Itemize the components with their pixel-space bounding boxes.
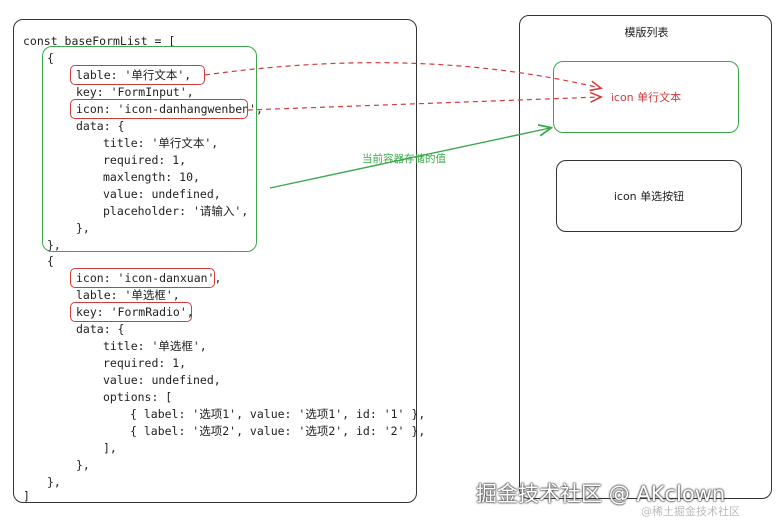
- watermark-sub: @稀土掘金技术社区: [641, 505, 740, 518]
- code-block: const baseFormList = [ { lable: '单行文本', …: [14, 20, 425, 504]
- code-line: {: [47, 51, 54, 65]
- code-line: placeholder: '请输入',: [103, 204, 249, 218]
- code-line: lable: '单行文本',: [76, 68, 192, 82]
- code-line: data: {: [76, 119, 125, 133]
- code-line: title: '单行文本',: [103, 136, 219, 150]
- lable-highlight: [70, 65, 205, 85]
- code-line: const baseFormList = [: [23, 34, 176, 48]
- lable-arrow: [204, 62, 600, 88]
- code-line: required: 1,: [103, 153, 187, 167]
- watermark: 掘金技术社区 @ AKclown: [476, 482, 726, 506]
- icon-highlight: [70, 268, 215, 288]
- code-line: title: '单选框',: [103, 339, 207, 353]
- code-line: },: [47, 475, 61, 489]
- code-line: icon: 'icon-danxuan',: [76, 271, 222, 285]
- code-line: ],: [103, 441, 117, 455]
- code-line: value: undefined,: [103, 373, 221, 387]
- code-line: { label: '选项1', value: '选项1', id: '1' },: [130, 407, 426, 421]
- template-item-text[interactable]: icon 单行文本: [553, 61, 739, 133]
- code-line: { label: '选项2', value: '选项2', id: '2' },: [130, 424, 426, 438]
- code-line: lable: '单选框',: [76, 288, 180, 302]
- code-line: value: undefined,: [103, 187, 221, 201]
- code-panel: const baseFormList = [ { lable: '单行文本', …: [13, 19, 425, 504]
- template-item-label: icon 单选按钮: [613, 190, 685, 203]
- code-line: data: {: [76, 322, 125, 336]
- code-line: maxlength: 10,: [103, 170, 200, 184]
- code-line: {: [47, 254, 54, 268]
- code-line: key: 'FormRadio',: [76, 305, 194, 319]
- code-line: icon: 'icon-danhangwenben',: [76, 102, 263, 116]
- value-arrow: [269, 128, 550, 189]
- code-line: options: [: [103, 390, 173, 404]
- icon-arrow: [247, 97, 600, 111]
- template-item-radio[interactable]: icon 单选按钮: [556, 160, 742, 232]
- icon-highlight: [70, 99, 248, 119]
- key-highlight: [70, 302, 192, 322]
- code-line: },: [76, 221, 90, 235]
- current-value-note: 当前容器存储的值: [362, 153, 446, 165]
- code-line: },: [76, 458, 90, 472]
- template-item-label: icon 单行文本: [610, 91, 682, 104]
- template-list-title: 模版列表: [624, 26, 669, 39]
- code-line: key: 'FormInput',: [76, 85, 194, 99]
- template-list-panel: 模版列表 icon 单行文本 icon 单选按钮: [519, 15, 772, 499]
- code-line: ]: [23, 489, 30, 503]
- container-highlight: [42, 46, 257, 252]
- code-line: required: 1,: [103, 356, 187, 370]
